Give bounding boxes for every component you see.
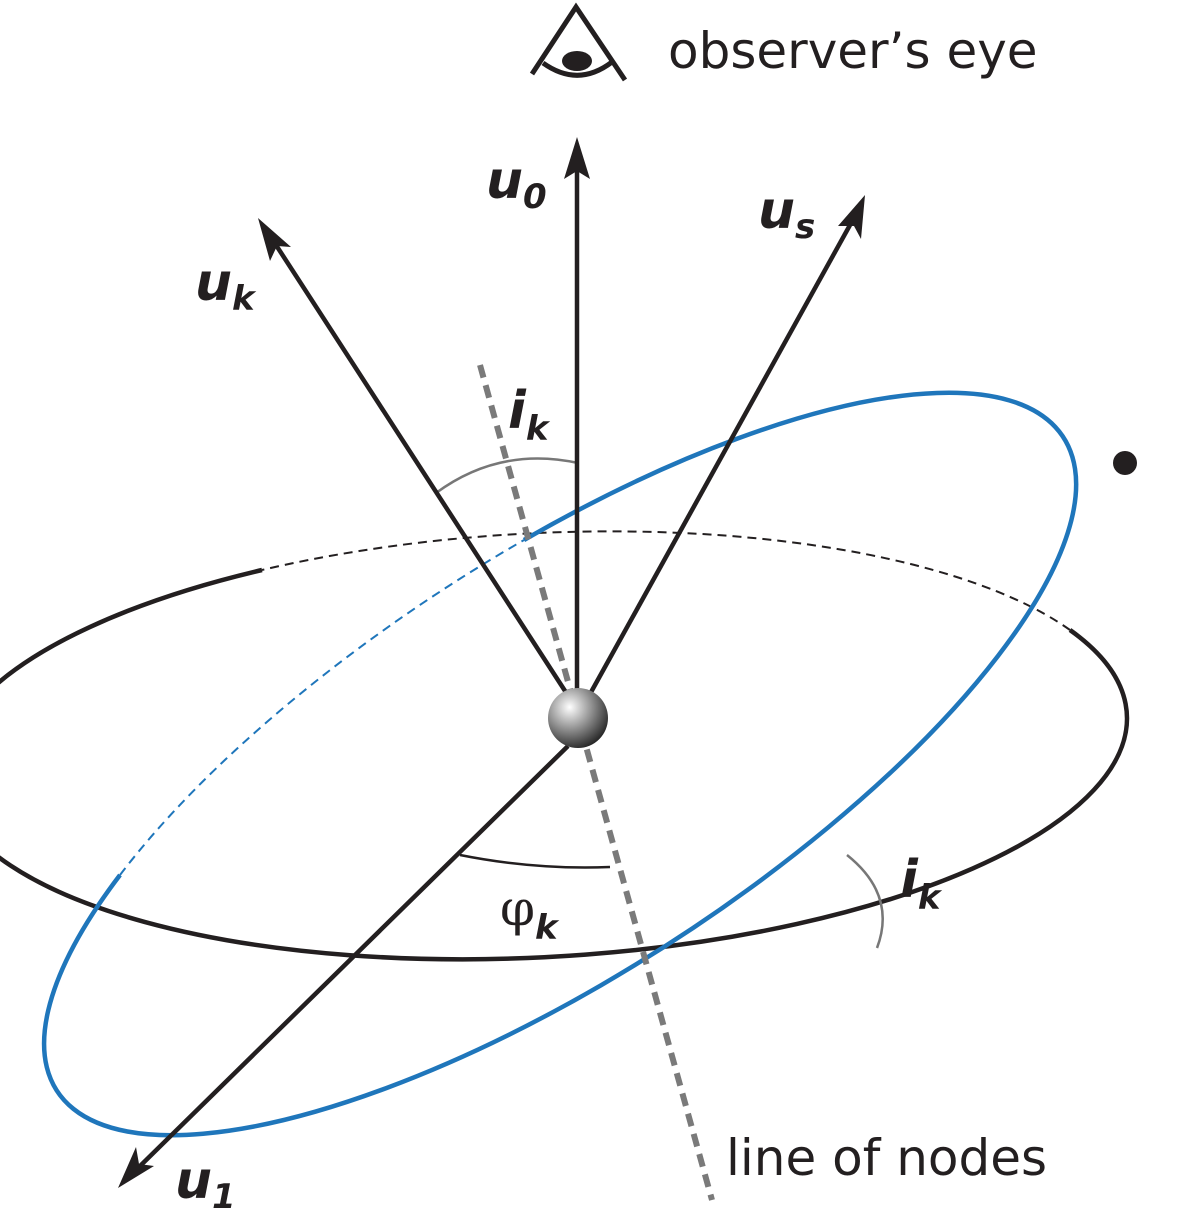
orbit-ellipse: [41, 390, 1079, 1138]
label-us: us: [758, 181, 815, 247]
label-node-angle: φk: [500, 879, 560, 948]
inclination-angle-arc-top: [435, 457, 579, 495]
label-u1: u1: [175, 1151, 236, 1217]
vector-us: [588, 195, 865, 696]
node-angle-arc: [459, 853, 611, 869]
eye-icon: [529, 2, 628, 82]
orbit-hidden-arc: [119, 539, 525, 876]
reference-plane-ellipse: [0, 567, 1130, 962]
inclination-angle-arc-right: [846, 854, 884, 949]
label-uk: uk: [195, 253, 257, 319]
vector-uk: [258, 218, 569, 696]
reference-plane-hidden-arc: [261, 530, 1071, 631]
orbiting-body: [1113, 451, 1137, 475]
line-of-nodes-label: line of nodes: [726, 1129, 1047, 1187]
label-inclination-right: ik: [900, 850, 943, 918]
label-inclination-top: ik: [508, 381, 551, 449]
vector-u0: [564, 137, 590, 690]
line-of-nodes: [477, 364, 715, 1201]
label-u0: u0: [486, 151, 547, 217]
observer-eye-label: observer’s eye: [668, 22, 1038, 80]
vector-u1: [118, 744, 570, 1188]
central-body-sphere: [548, 688, 608, 748]
